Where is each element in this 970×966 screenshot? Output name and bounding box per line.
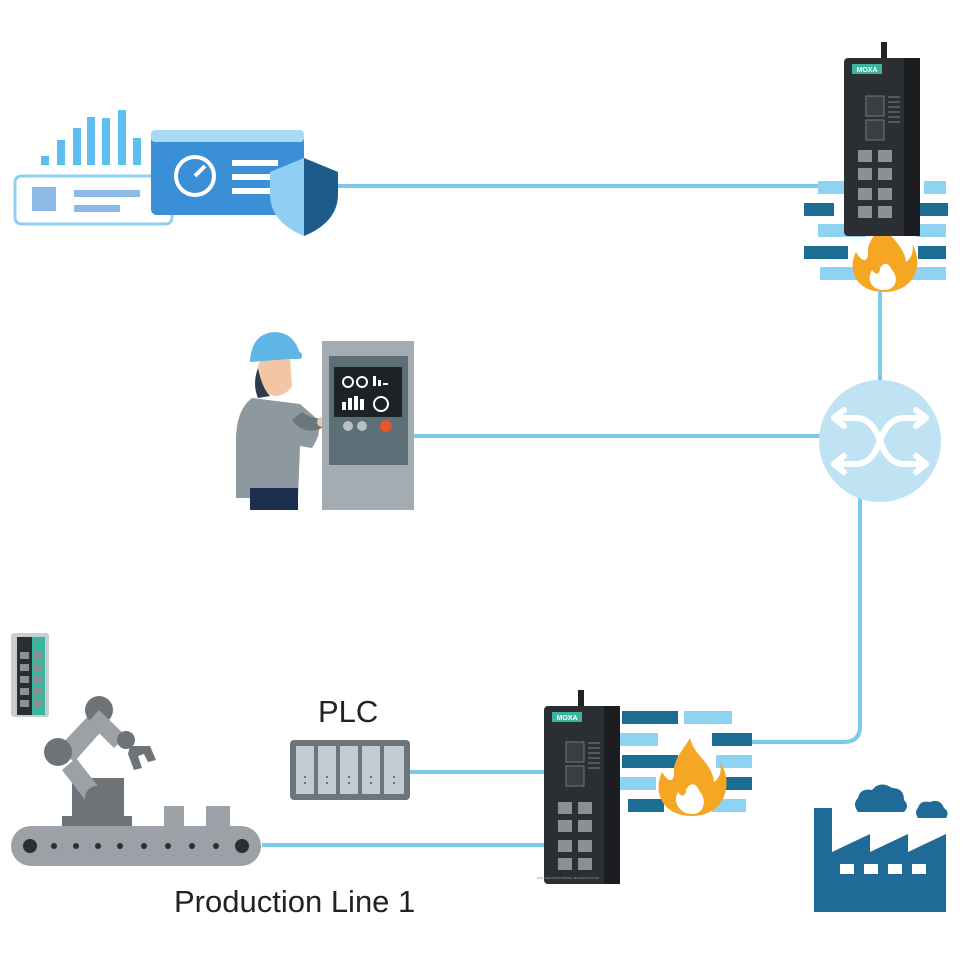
router-caption-text: EDR-G9010 INDUSTRIAL SECURE ROUTER <box>537 876 600 880</box>
factory-icon <box>814 784 948 912</box>
network-switch-icon <box>819 380 941 502</box>
shield-icon <box>270 158 338 236</box>
bar-chart-icon <box>41 110 141 165</box>
hmi-gauge-icon <box>373 396 389 412</box>
edge-switch-device <box>11 633 49 717</box>
link-switch-to-bottom-router <box>748 497 862 744</box>
conveyor-belt <box>11 806 261 866</box>
router-ethernet-ports <box>858 150 892 218</box>
worker-arm <box>292 412 324 431</box>
fire-icon <box>852 222 918 292</box>
hmi-button-grey-1 <box>343 421 353 431</box>
router-logo-plate <box>852 64 882 74</box>
dashboard-panel-header <box>151 130 304 142</box>
cloud-icon-small <box>916 800 948 818</box>
fire-icon <box>658 738 727 816</box>
robot-gripper <box>128 746 156 770</box>
gauge-icon <box>174 155 216 197</box>
top-firewall <box>804 181 948 292</box>
dashboard-back-line-1 <box>74 190 140 197</box>
operator-worker <box>236 332 327 510</box>
bottom-firewall <box>616 711 752 816</box>
router-logo-plate <box>552 712 582 722</box>
worker-face <box>258 358 292 396</box>
top-secure-router: MOXA <box>844 42 920 236</box>
hmi-button-red <box>380 420 392 432</box>
router-body <box>544 706 620 884</box>
production-line-label: Production Line 1 <box>174 884 416 919</box>
router-brand-text: MOXA <box>857 67 878 74</box>
worker-body <box>236 398 320 498</box>
router-brand-text: MOXA <box>557 715 578 722</box>
robot-arm <box>44 696 156 830</box>
router-ethernet-ports <box>558 802 592 870</box>
connection-lines <box>262 184 882 847</box>
security-dashboard <box>13 110 338 236</box>
hmi-control-cabinet <box>322 341 414 510</box>
cloud-icon <box>855 784 907 812</box>
plc-device <box>290 740 410 800</box>
factory-building <box>814 808 946 912</box>
dashboard-back-square <box>32 187 56 211</box>
bottom-secure-router: MOXA EDR-G9010 INDUSTRIAL SECURE ROUTER <box>537 690 620 884</box>
dashboard-back-line-2 <box>74 205 120 212</box>
hmi-bar-chart-icon <box>342 396 364 410</box>
plc-label: PLC <box>318 694 379 729</box>
hmi-button-grey-2 <box>357 421 367 431</box>
